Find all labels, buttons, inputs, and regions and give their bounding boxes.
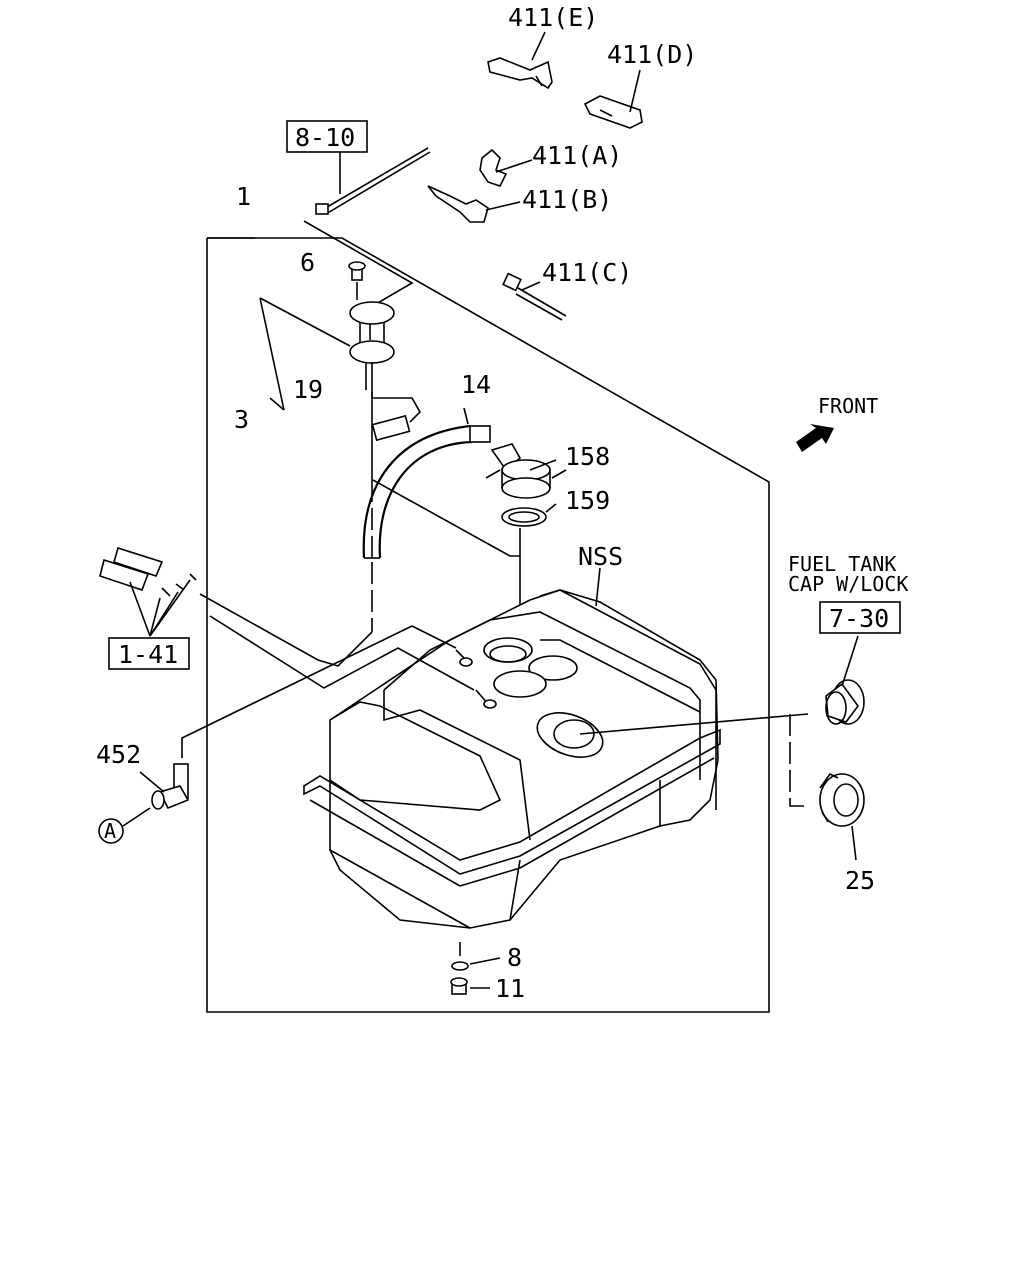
label-part-6: 6 [300, 248, 315, 277]
fuel-tank-cap [825, 635, 865, 725]
clip-411b [427, 185, 521, 223]
ref-1-41[interactable]: 1-41 [118, 640, 178, 669]
ref-7-30[interactable]: 7-30 [829, 604, 889, 633]
cable-tie-411c [502, 272, 567, 321]
fuel-tank [303, 589, 721, 929]
label-part-452: 452 [96, 740, 141, 769]
filler-neck-25 [819, 772, 865, 861]
label-part-11: 11 [495, 974, 525, 1003]
label-411e: 411(E) [508, 3, 598, 32]
label-connector-a: A [104, 819, 116, 843]
label-part-14: 14 [461, 370, 491, 399]
label-part-1: 1 [236, 182, 251, 211]
drain-plug [450, 942, 501, 995]
front-arrow-icon [796, 424, 834, 452]
fuel-sender-unit [259, 261, 421, 480]
label-part-159: 159 [565, 486, 610, 515]
ref-box-7-30 [819, 601, 901, 634]
wire-tie-8-10 [315, 147, 431, 215]
label-nss: NSS [578, 542, 623, 571]
connection-lines [181, 479, 809, 807]
connector-a [98, 807, 151, 844]
ref-box-1-41 [108, 637, 190, 670]
label-411c: 411(C) [542, 258, 632, 287]
ref-box-8-10 [286, 120, 368, 153]
label-part-3: 3 [234, 405, 249, 434]
label-411a: 411(A) [532, 141, 622, 170]
hose-14 [362, 407, 491, 559]
gasket-159 [501, 503, 557, 646]
label-part-8: 8 [507, 943, 522, 972]
label-front: FRONT [818, 394, 878, 418]
label-cap-line1: FUEL TANK [788, 552, 896, 576]
label-411b: 411(B) [522, 185, 612, 214]
clip-411a [479, 148, 533, 187]
label-411d: 411(D) [607, 40, 697, 69]
label-part-25: 25 [845, 866, 875, 895]
clip-411e [487, 31, 553, 90]
clip-411d [583, 69, 643, 129]
label-part-158: 158 [565, 442, 610, 471]
label-part-19: 19 [293, 375, 323, 404]
fuel-gauge-158 [485, 443, 567, 499]
hose-set-1-41 [99, 546, 197, 637]
nss-leader [595, 567, 601, 607]
label-cap-line2: CAP W/LOCK [788, 572, 908, 596]
ref-8-10[interactable]: 8-10 [295, 123, 355, 152]
elbow-452 [139, 763, 190, 810]
